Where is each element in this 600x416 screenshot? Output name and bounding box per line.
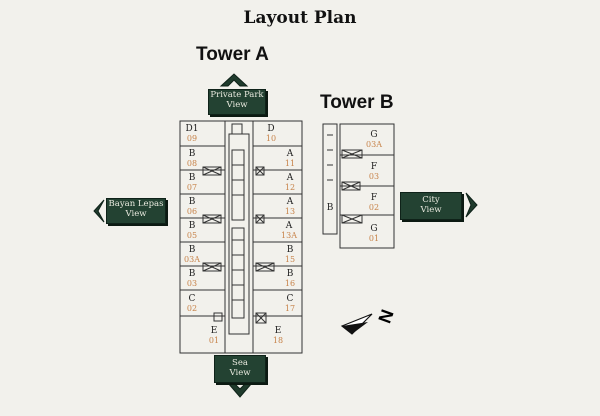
tower-b-label: Tower B xyxy=(320,92,394,113)
sea-arrow-icon xyxy=(226,382,254,398)
city-view-label: City View xyxy=(400,192,462,220)
bayan-lepas-arrow-icon xyxy=(93,199,105,223)
bayan-lepas-view-label: Bayan Lepas View xyxy=(106,198,166,224)
private-park-view-label: Private Park View xyxy=(208,89,266,115)
private-park-arrow-icon xyxy=(219,73,249,87)
city-arrow-icon xyxy=(465,192,478,218)
page-title: Layout Plan xyxy=(243,8,357,28)
tower-b-core xyxy=(322,123,338,235)
tower-b-core-label: B xyxy=(326,203,334,213)
tower-a-outline xyxy=(179,120,303,354)
sea-view-label: Sea View xyxy=(214,355,266,383)
tower-a-label: Tower A xyxy=(196,44,269,65)
compass-icon xyxy=(340,313,373,335)
